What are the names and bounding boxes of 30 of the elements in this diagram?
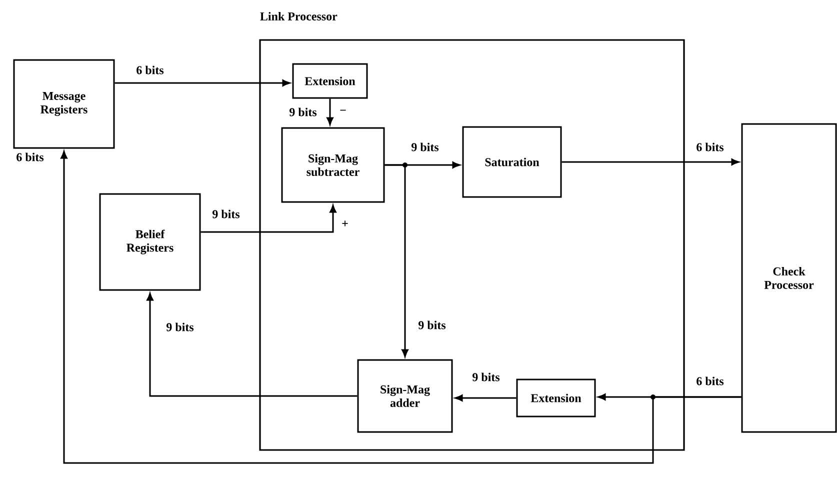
arrow bbox=[326, 98, 334, 126]
arrow bbox=[384, 162, 408, 358]
edge-label: 6 bits bbox=[696, 376, 724, 386]
edge-label: 9 bits bbox=[412, 142, 439, 152]
arrow bbox=[60, 150, 742, 464]
edge-label: 9 bits bbox=[472, 372, 500, 382]
arrow bbox=[562, 158, 740, 166]
edge-label: 9 bits bbox=[166, 322, 194, 332]
sign-label: + bbox=[342, 220, 348, 226]
block-box: Sign-Mag adder bbox=[357, 359, 453, 433]
block-box: Saturation bbox=[462, 126, 562, 198]
edge-label: 6 bits bbox=[16, 152, 44, 162]
edge-label: 9 bits bbox=[212, 210, 240, 218]
edge-label: 6 bits bbox=[136, 66, 164, 74]
sign-label: − bbox=[340, 110, 346, 111]
block-box: Belief Registers bbox=[99, 193, 201, 291]
block-box: Extension bbox=[516, 378, 596, 418]
block-box: Sign-Mag subtracter bbox=[281, 127, 385, 203]
edge-label: 9 bits bbox=[290, 108, 317, 116]
block-box: Message Registers bbox=[13, 59, 115, 149]
arrow bbox=[200, 204, 336, 233]
arrow bbox=[146, 292, 358, 397]
block-box: Extension bbox=[292, 63, 368, 99]
heading: Link Processor bbox=[260, 12, 338, 20]
block-box: Check Processor bbox=[741, 123, 837, 433]
edge-label: 9 bits bbox=[418, 320, 446, 330]
processor-frame bbox=[259, 12, 685, 451]
arrow bbox=[114, 80, 290, 86]
arrow bbox=[454, 394, 516, 402]
edge-label: 6 bits bbox=[696, 142, 724, 152]
